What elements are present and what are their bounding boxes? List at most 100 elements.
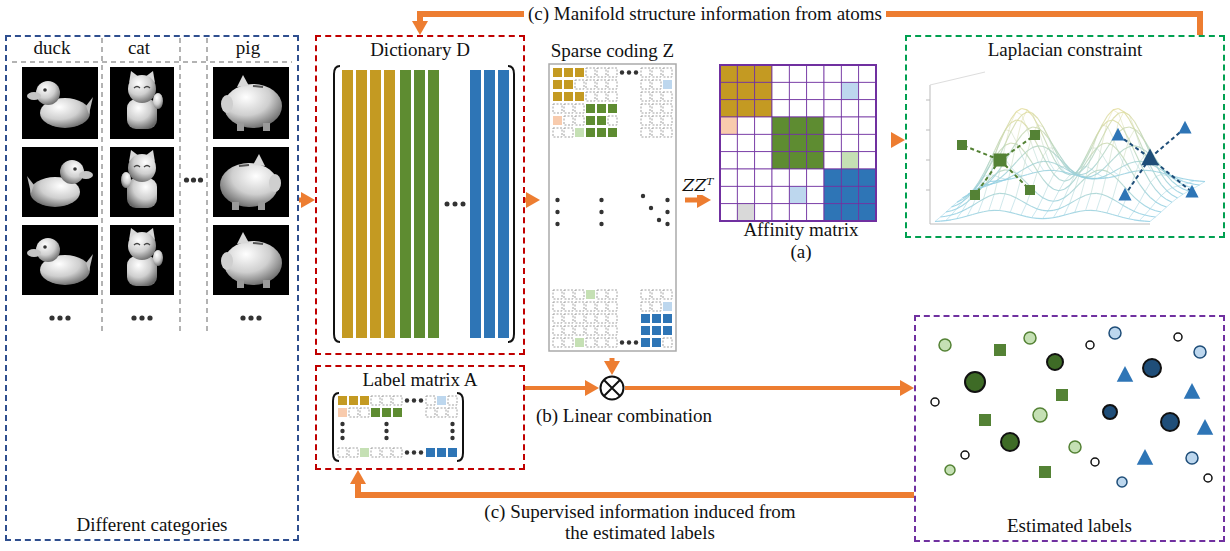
- surface-mesh: [1043, 185, 1049, 197]
- pig-ear: [253, 154, 265, 166]
- arrow-label: (c) Manifold structure information from …: [524, 3, 886, 24]
- zero-cell: [586, 80, 595, 89]
- affinity-cell: [807, 65, 824, 82]
- pig-ear: [237, 75, 249, 87]
- surface-mesh: [984, 174, 990, 176]
- surface-mesh: [1145, 192, 1150, 198]
- category-name: duck: [7, 37, 97, 59]
- zero-cell: [608, 290, 617, 299]
- surface-mesh: [1124, 112, 1129, 115]
- cat-head: [128, 75, 156, 103]
- surface-mesh: [1043, 210, 1048, 212]
- zero-cell: [586, 92, 595, 101]
- pig-snout: [221, 95, 233, 113]
- surface-mesh: [994, 171, 1000, 194]
- surface-mesh: [1118, 109, 1123, 112]
- affinity-cell: [755, 134, 772, 151]
- pig-leg: [263, 123, 270, 131]
- surface-mesh: [1140, 184, 1145, 191]
- surface-mesh: [1102, 194, 1107, 196]
- pig-snout: [221, 252, 233, 270]
- affinity-cell: [859, 152, 876, 169]
- surface-mesh: [1017, 170, 1022, 173]
- surface-mesh: [973, 213, 978, 215]
- affinity-cell: [772, 117, 789, 134]
- coefficient-cell: [641, 338, 650, 347]
- zero-cell: [663, 104, 672, 113]
- affinity-cell: [720, 65, 737, 82]
- surface-mesh: [1156, 211, 1161, 212]
- laplacian-panel: Laplacian constraint: [905, 35, 1225, 238]
- zero-cell: [608, 338, 617, 347]
- ellipsis-dot: [384, 422, 388, 426]
- flow-arrow: [610, 358, 615, 363]
- flow-arrow: [299, 198, 303, 203]
- class-sample-triangle: [1111, 128, 1124, 141]
- zero-cell: [652, 80, 661, 89]
- surface-mesh: [1032, 163, 1037, 171]
- surface-mesh: [1124, 126, 1129, 128]
- surface-mesh: [1048, 200, 1053, 202]
- surface-mesh: [1080, 210, 1085, 212]
- surface-mesh: [1064, 185, 1070, 197]
- coefficient-cell: [652, 326, 661, 335]
- zero-cell: [641, 104, 650, 113]
- surface-mesh: [1134, 211, 1139, 213]
- surface-mesh: [978, 199, 984, 213]
- surface-mesh: [1150, 217, 1156, 222]
- ellipsis-dot: [627, 70, 631, 74]
- label-sample-circle: [1194, 346, 1206, 358]
- surface-mesh: [1065, 172, 1070, 173]
- ellipsis-dot: [248, 315, 253, 320]
- affinity-cell: [807, 204, 824, 221]
- flow-arrow: [891, 138, 893, 143]
- surface-mesh: [1033, 147, 1039, 162]
- ellipsis-dot: [599, 210, 603, 214]
- surface-mesh: [1016, 121, 1022, 144]
- surface-mesh: [1102, 121, 1108, 144]
- duck-tail: [27, 176, 34, 193]
- surface-mesh: [1059, 166, 1065, 167]
- affinity-cell: [841, 204, 858, 221]
- class-sample-square: [1030, 130, 1040, 140]
- surface-mesh: [1178, 186, 1183, 189]
- node-title: (a): [711, 241, 891, 263]
- ellipsis-dot: [240, 315, 245, 320]
- surface-mesh: [946, 215, 952, 221]
- affinity-cell: [755, 152, 772, 169]
- affinity-cell: [807, 82, 824, 99]
- class-sample-triangle: [1197, 419, 1214, 435]
- coefficient-cell: [393, 408, 402, 417]
- class-sample-triangle: [1185, 185, 1198, 198]
- ellipsis-dot: [139, 315, 144, 320]
- zero-cell: [663, 338, 672, 347]
- flow-arrow: [685, 198, 699, 203]
- surface-mesh: [1103, 147, 1108, 155]
- surface-mesh: [1107, 171, 1112, 174]
- label-sample-circle: [961, 451, 969, 459]
- surface-mesh: [1059, 215, 1064, 216]
- zero-cell: [426, 408, 435, 417]
- atom-column: [370, 70, 381, 338]
- affinity-cell: [841, 117, 858, 134]
- coefficient-cell: [553, 116, 562, 125]
- ellipsis-dot: [665, 210, 669, 214]
- affinity-cell: [789, 186, 806, 203]
- surface-mesh: [1124, 163, 1129, 165]
- ellipsis-dot: [147, 315, 152, 320]
- label-sample-circle: [1086, 341, 1094, 349]
- zero-cell: [641, 80, 650, 89]
- product-operator: (b) Linear combination: [599, 375, 625, 401]
- surface-mesh: [1086, 155, 1092, 178]
- surface-mesh: [1108, 177, 1113, 178]
- surface-mesh: [1124, 166, 1130, 173]
- coefficient-cell: [586, 290, 595, 299]
- operator-cross: [604, 380, 620, 396]
- ellipsis-dot: [384, 429, 388, 433]
- zero-cell: [663, 92, 672, 101]
- label-sample-circle: [1069, 441, 1081, 453]
- surface-mesh: [1124, 112, 1130, 115]
- surface-mesh: [1091, 210, 1096, 212]
- affinity-cell: [807, 100, 824, 117]
